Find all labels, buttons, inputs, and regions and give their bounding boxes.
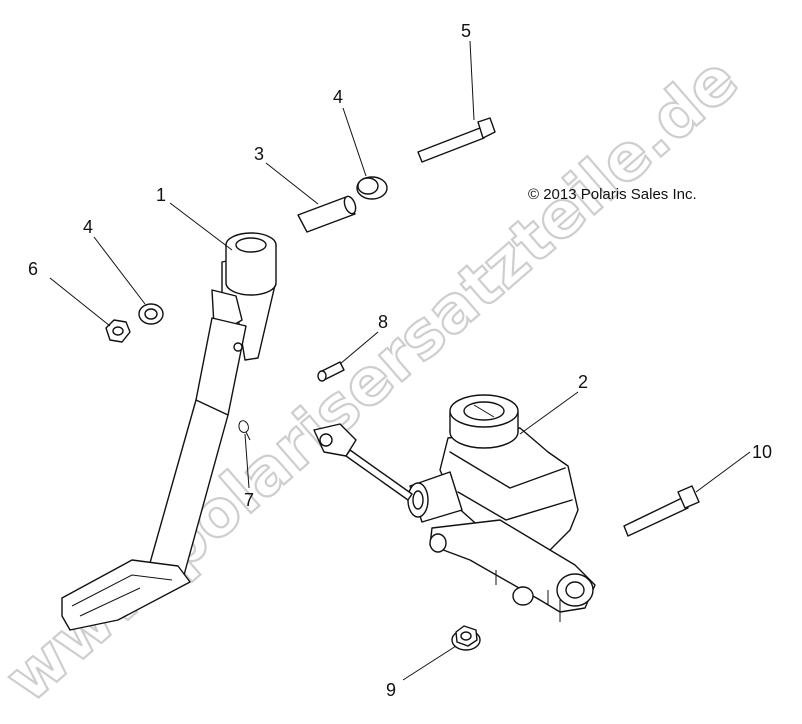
washer-part [138,303,164,325]
flange-nut-part [451,625,481,651]
leader-lines [49,40,751,681]
callout-6: 6 [28,259,38,279]
callout-5: 5 [461,21,471,41]
callout-3: 3 [254,144,264,164]
bolt-lower-part [623,485,700,537]
sleeve-part [297,195,357,233]
callout-8: 8 [378,312,388,332]
callout-10: 10 [752,442,772,462]
callout-4-upper: 4 [333,87,343,107]
brake-pedal-part [61,232,277,631]
push-rod-part [313,423,413,501]
clevis-pin-part [317,361,345,382]
cotter-pin-part [238,420,251,441]
callout-9: 9 [386,680,396,700]
master-cylinder-part [407,394,596,622]
callout-2: 2 [578,372,588,392]
callout-4-lower: 4 [83,217,93,237]
bolt-upper-part [417,117,496,163]
nut-part [105,319,131,343]
callout-1: 1 [156,185,166,205]
callout-7: 7 [244,490,254,510]
copyright-text: © 2013 Polaris Sales Inc. [528,186,697,203]
bushing-upper-part [356,176,388,200]
